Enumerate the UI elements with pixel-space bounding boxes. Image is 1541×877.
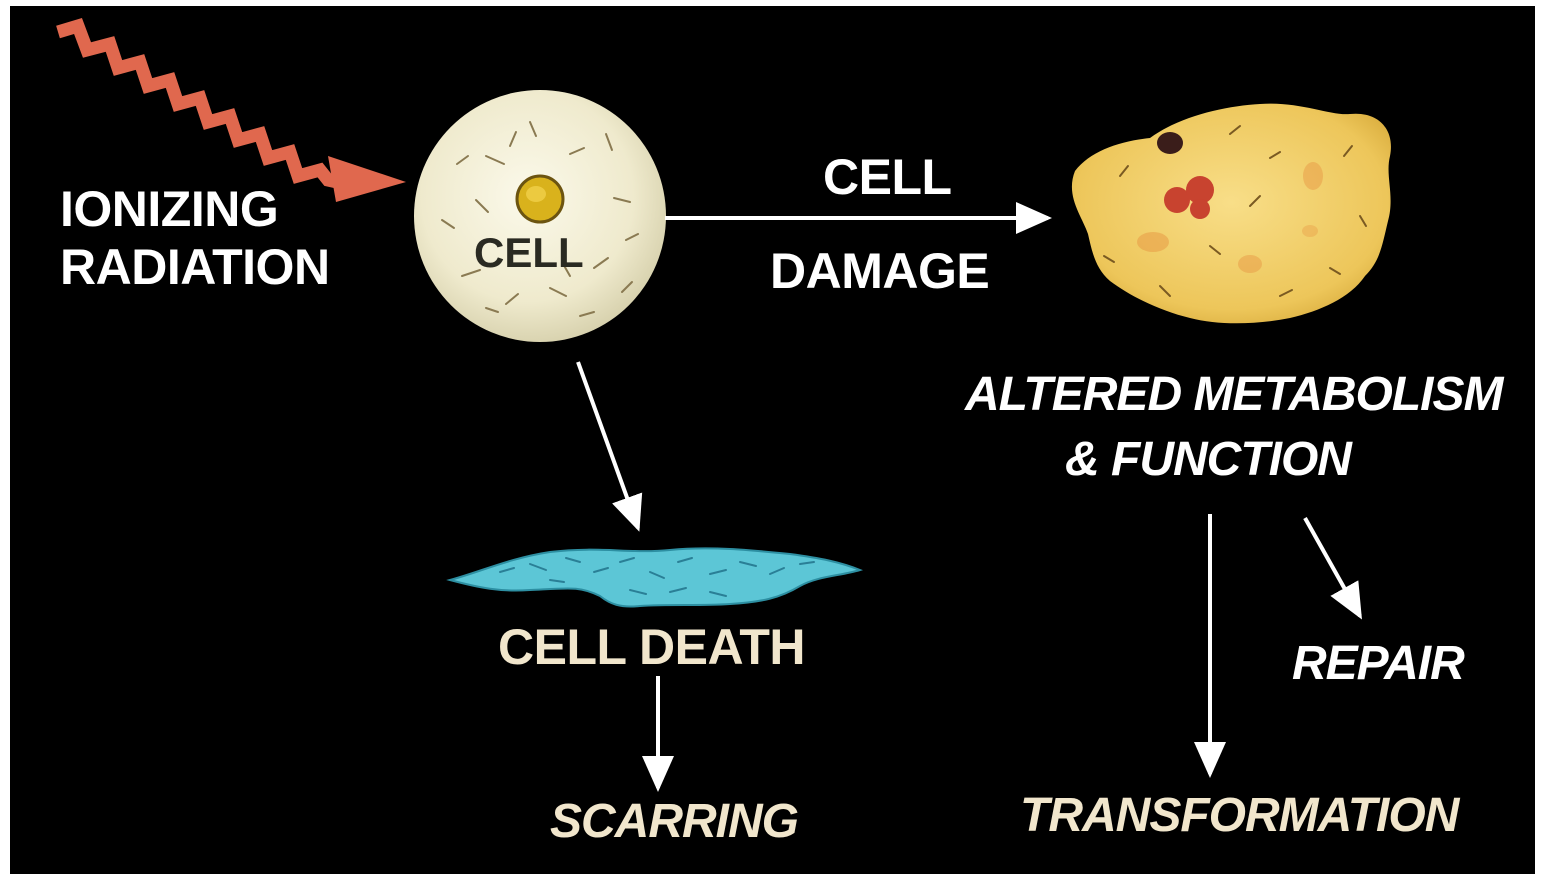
cell-damage-label-line1: CELL [823,152,952,202]
altered-metabolism-label-line1: ALTERED METABOLISM [965,371,1503,419]
radiation-arrow [58,26,406,202]
cell-death-label: CELL DEATH [498,622,805,672]
cell-label: CELL [474,232,584,274]
damaged-cell [1072,104,1391,324]
arrow-metabolism-to-repair [1305,518,1360,616]
ionizing-radiation-label-line1: IONIZING [60,184,278,234]
repair-label: REPAIR [1292,640,1464,688]
diagram-canvas: IONIZING RADIATION CELL CELL DAMAGE ALTE… [10,6,1535,874]
dead-cell [450,548,860,606]
cell-damage-label-line2: DAMAGE [770,246,989,296]
scarring-label: SCARRING [550,798,798,846]
arrow-cell-to-death [578,362,638,528]
transformation-label: TRANSFORMATION [1020,792,1458,840]
altered-metabolism-label-line2: & FUNCTION [1065,436,1351,484]
ionizing-radiation-label-line2: RADIATION [60,242,330,292]
healthy-cell [414,90,666,342]
